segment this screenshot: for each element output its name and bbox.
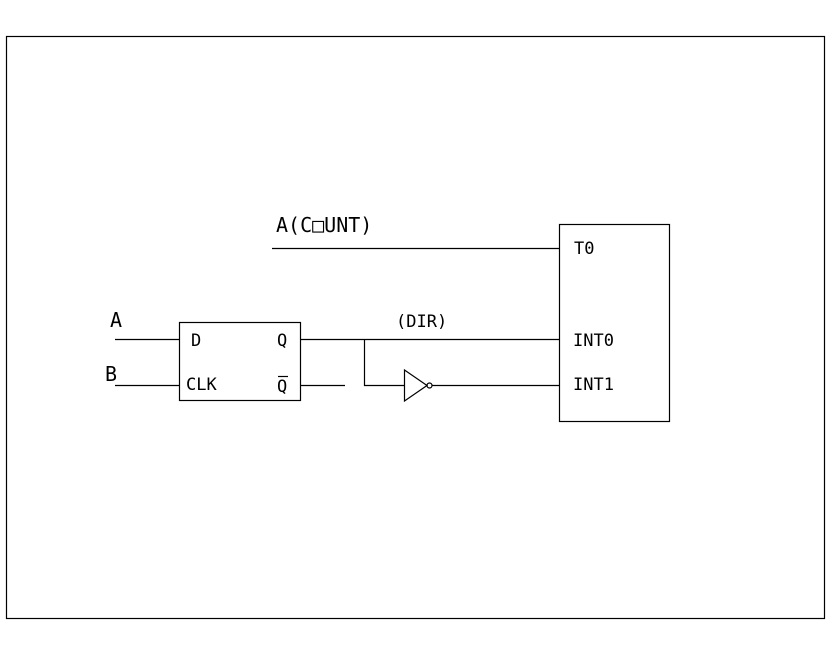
inverter-triangle bbox=[403, 368, 429, 403]
mcu-body bbox=[558, 223, 671, 423]
d-flip-flop: D CLK Q Q bbox=[178, 321, 302, 402]
pin-qbar-label: Q bbox=[277, 377, 287, 397]
pin-q-label: Q bbox=[277, 331, 287, 351]
dir-label: (DIR) bbox=[396, 312, 447, 332]
inverter bbox=[403, 368, 433, 403]
pin-int0-label: INT0 bbox=[573, 331, 614, 351]
drawing-frame bbox=[5, 35, 826, 620]
flip-flop-body bbox=[178, 321, 302, 402]
count-label: A(C□UNT) bbox=[276, 213, 372, 237]
branch-wire bbox=[363, 339, 404, 387]
pin-t0-label: T0 bbox=[574, 239, 594, 259]
input-b-label: B bbox=[105, 362, 117, 386]
pin-d-label: D bbox=[191, 331, 201, 351]
microcontroller-block: T0 INT0 INT1 bbox=[558, 223, 671, 423]
input-a-label: A bbox=[110, 308, 122, 332]
pin-int1-label: INT1 bbox=[573, 375, 614, 395]
pin-clk-label: CLK bbox=[186, 375, 217, 395]
